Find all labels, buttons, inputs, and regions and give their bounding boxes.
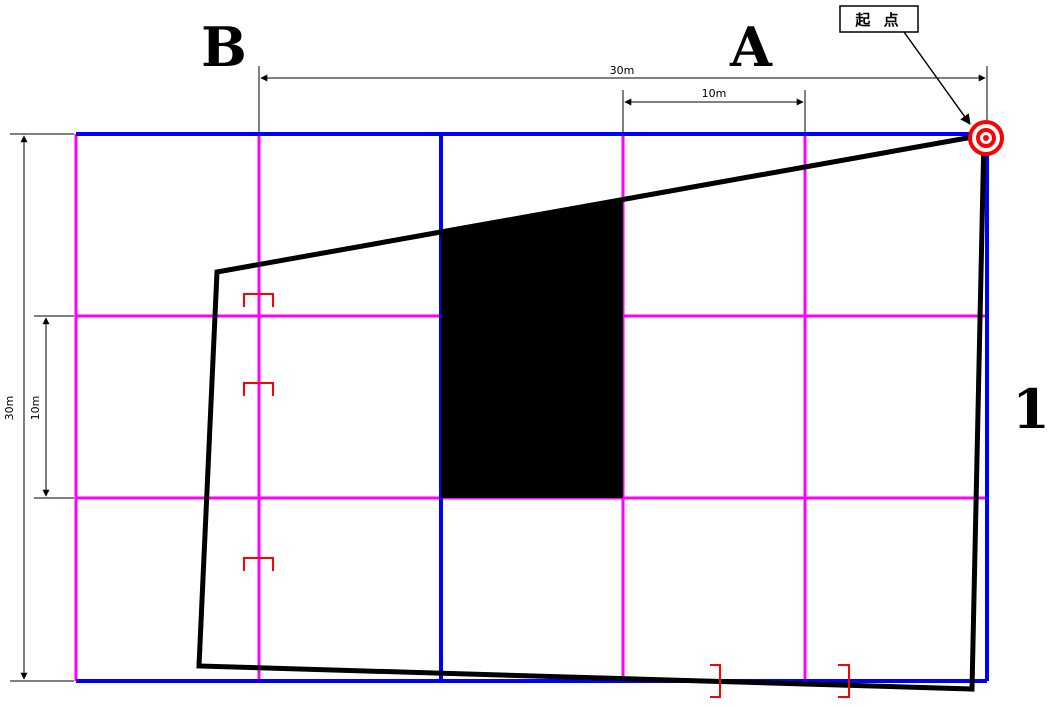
filled-area [441, 199, 623, 498]
bracket-markers [243, 293, 850, 698]
target-icon [968, 120, 1004, 156]
left-cell-dim-text: 10m [29, 396, 42, 421]
left-total-dim-text: 30m [3, 396, 16, 421]
top-cell-dim-text: 10m [702, 87, 727, 100]
start-point-label: 起 点 [854, 11, 902, 29]
bracket-icon [710, 664, 721, 698]
bracket-icon [838, 664, 850, 698]
col-label-a: A [729, 15, 773, 79]
boundary-polygon [196, 132, 987, 692]
bracket-icon [243, 382, 274, 396]
bracket-icon [243, 293, 274, 307]
bracket-icon [243, 557, 274, 571]
top-dimensions [258, 66, 988, 132]
left-dimensions [10, 133, 74, 682]
start-point-box [839, 5, 919, 33]
col-label-b: B [201, 15, 247, 79]
top-total-dim-text: 30m [610, 64, 635, 77]
row-label-1: 1 [1012, 377, 1049, 441]
